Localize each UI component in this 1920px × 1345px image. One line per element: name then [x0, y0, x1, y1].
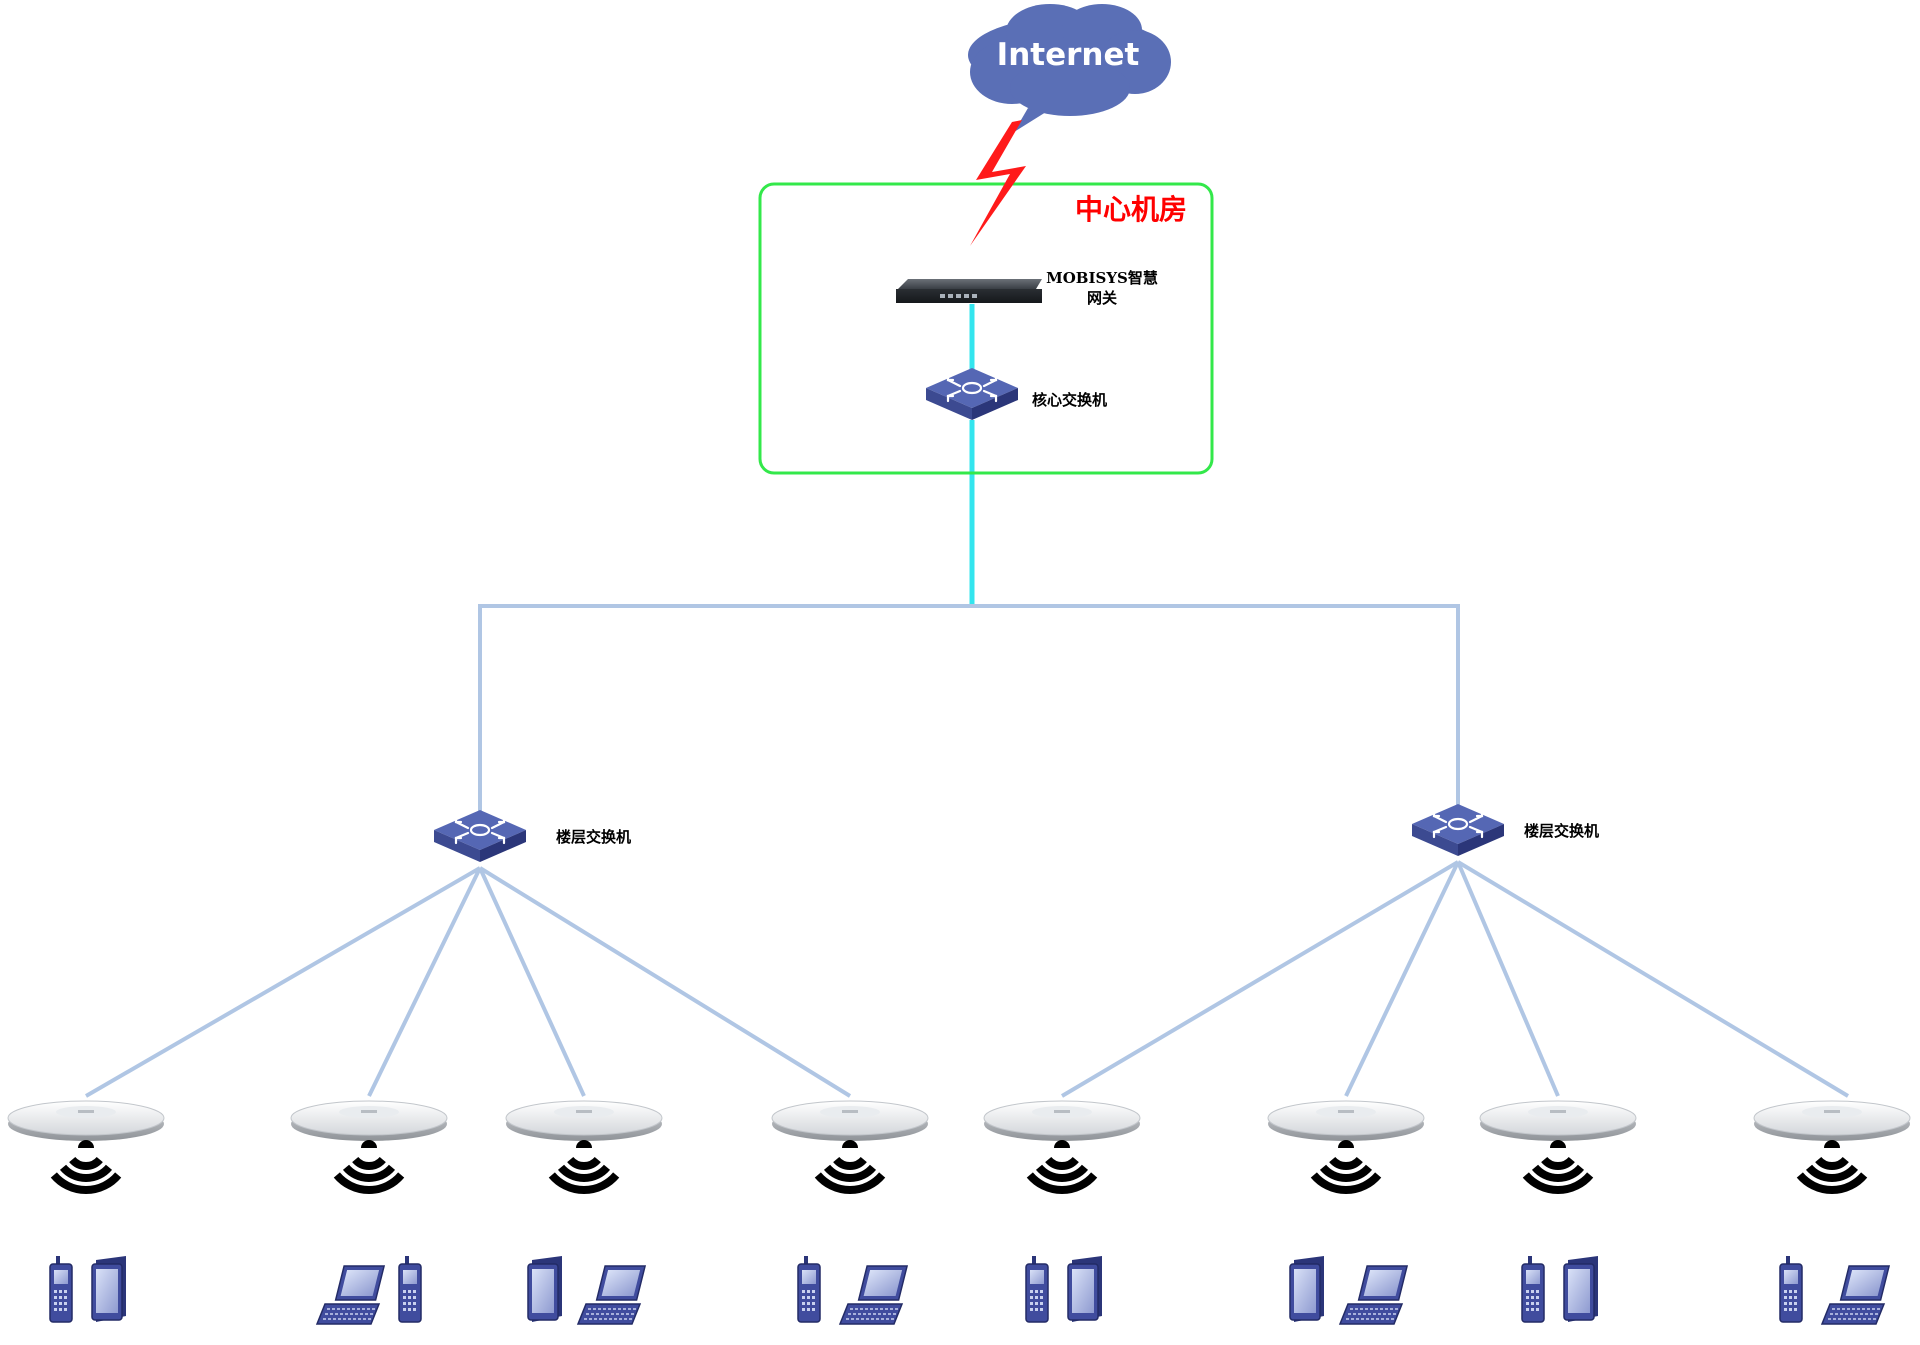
laptop-icon [1820, 1265, 1891, 1325]
access-point-icon [7, 1100, 165, 1141]
core-switch-icon [926, 368, 1018, 420]
center-room-label: 中心机房 [1075, 193, 1187, 226]
access-point-icon [983, 1100, 1141, 1141]
floor-switch-icon-2 [1412, 804, 1504, 856]
floor-switch-icon-1 [434, 810, 526, 862]
ap-link-8 [1456, 860, 1850, 1098]
access-point-icon [1753, 1100, 1911, 1141]
access-point-icon [1479, 1100, 1637, 1141]
wifi-signal-icon [548, 1140, 620, 1194]
laptop-icon [315, 1265, 386, 1325]
tablet-icon [91, 1256, 126, 1322]
tablet-icon [1289, 1256, 1324, 1322]
laptop-icon [838, 1265, 909, 1325]
tablet-icon [527, 1256, 562, 1322]
access-point-layer [7, 1100, 1911, 1325]
phone-icon [1025, 1256, 1049, 1323]
gateway-label-line2: 网关 [1087, 289, 1117, 307]
ap-link-4 [478, 866, 852, 1098]
wifi-signal-icon [1796, 1140, 1868, 1194]
phone-icon [797, 1256, 821, 1323]
cloud-icon [968, 4, 1171, 132]
gateway-label-line1: MOBISYS智慧 [1046, 269, 1158, 287]
wifi-signal-icon [1522, 1140, 1594, 1194]
wifi-signal-icon [814, 1140, 886, 1194]
ap-link-5 [1060, 860, 1460, 1098]
internet-label: Internet [997, 37, 1140, 73]
wifi-signal-icon [1310, 1140, 1382, 1194]
phone-icon [398, 1256, 422, 1323]
links-layer [84, 304, 1850, 1098]
floor-switch-label-1: 楼层交换机 [556, 828, 631, 846]
ap-link-1 [84, 866, 482, 1098]
ap-link-6 [1344, 861, 1460, 1097]
center-room-box [758, 182, 1214, 475]
laptop-icon [576, 1265, 647, 1325]
lightning-bolt-icon [970, 120, 1026, 246]
ap-link-2 [367, 867, 482, 1097]
access-point-icon [771, 1100, 929, 1141]
access-point-icon [505, 1100, 663, 1141]
access-point-icon [290, 1100, 448, 1141]
phone-icon [49, 1256, 73, 1323]
access-point-icon [1267, 1100, 1425, 1141]
laptop-icon [1338, 1265, 1409, 1325]
tablet-icon [1563, 1256, 1598, 1322]
wifi-signal-icon [1026, 1140, 1098, 1194]
phone-icon [1521, 1256, 1545, 1323]
core-switch-label: 核心交换机 [1032, 391, 1107, 409]
distribution-bus [478, 604, 1460, 840]
floor-switch-label-2: 楼层交换机 [1524, 822, 1599, 840]
ap-link-3 [478, 867, 586, 1097]
phone-icon [1779, 1256, 1803, 1323]
wifi-signal-icon [333, 1140, 405, 1194]
tablet-icon [1067, 1256, 1102, 1322]
gateway-icon [896, 279, 1042, 303]
switch-layer [434, 368, 1504, 862]
wifi-signal-icon [50, 1140, 122, 1194]
ap-link-7 [1456, 861, 1560, 1097]
